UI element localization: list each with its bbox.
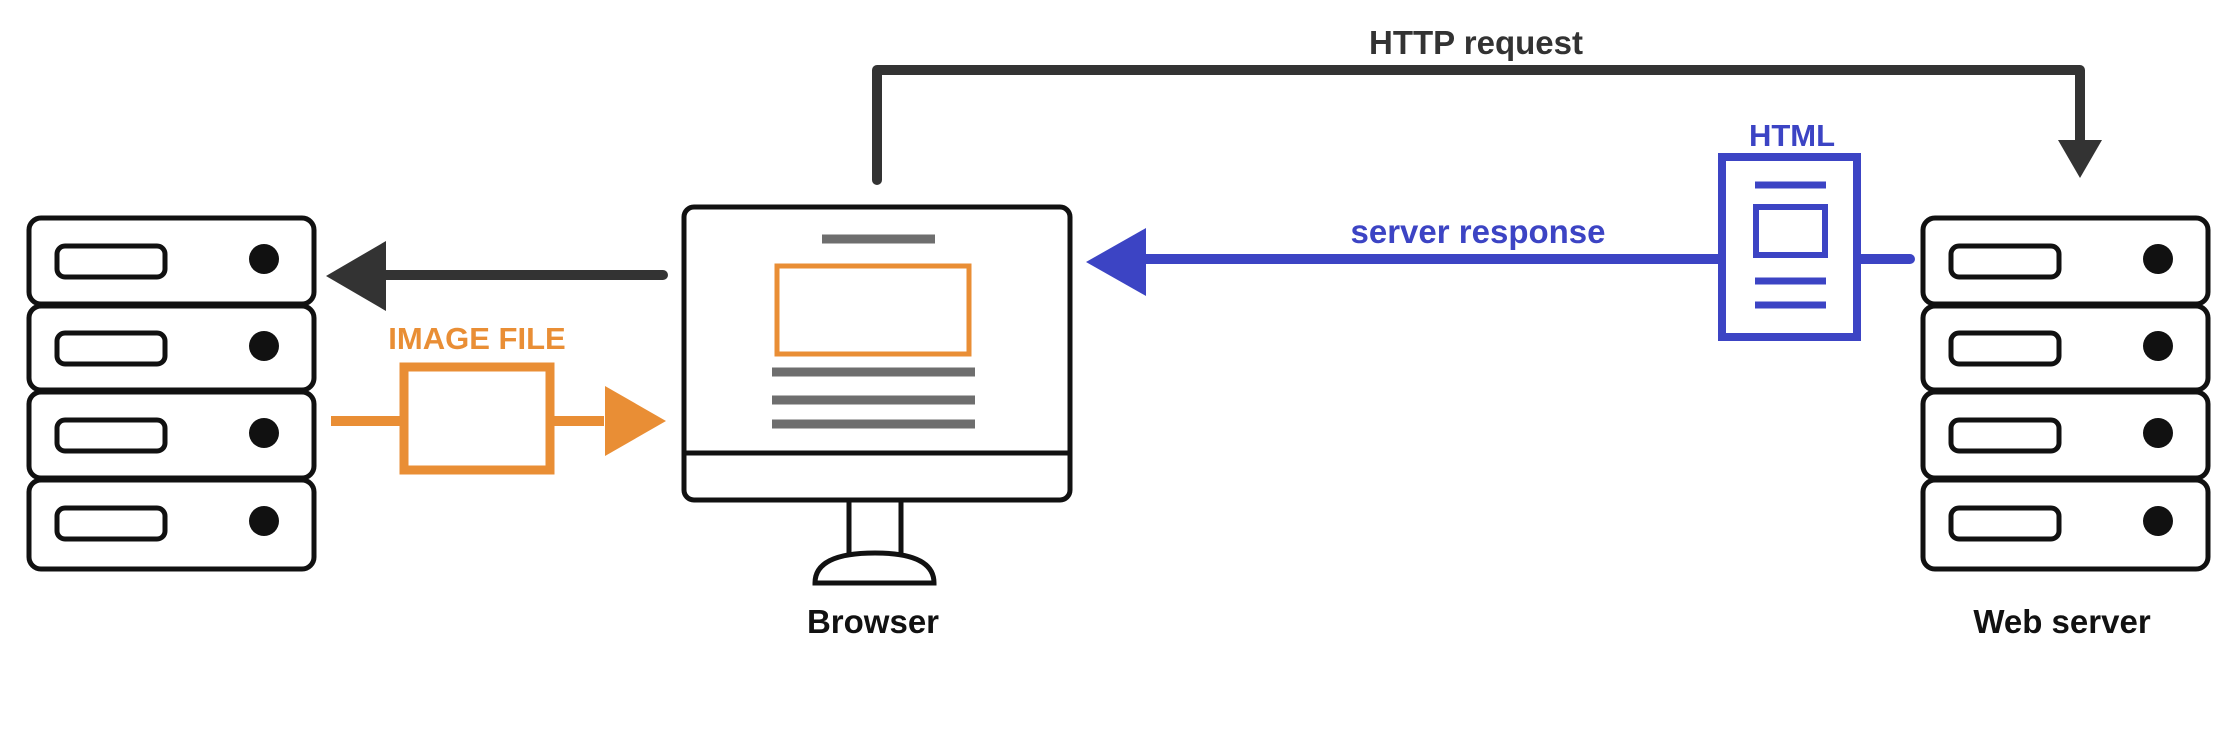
image-file-icon	[399, 362, 555, 475]
image-request-arrow	[326, 241, 668, 311]
server-unit	[26, 215, 317, 307]
browser-label: Browser	[807, 603, 939, 640]
browser-monitor-icon	[681, 204, 1073, 586]
http-request-arrow	[872, 65, 2102, 185]
html-document-icon	[1718, 153, 1861, 341]
server-unit	[1920, 215, 2211, 307]
server-unit	[26, 303, 317, 393]
image-file-label: IMAGE FILE	[388, 321, 565, 356]
server-unit	[1920, 389, 2211, 481]
server-response-label: server response	[1351, 213, 1606, 250]
left-server-rack-icon	[26, 215, 317, 572]
html-document-label: HTML	[1749, 118, 1835, 153]
web-server-label: Web server	[1973, 603, 2150, 640]
http-request-label: HTTP request	[1369, 24, 1583, 61]
server-unit	[1920, 303, 2211, 393]
server-unit	[1920, 477, 2211, 572]
screen-image-placeholder	[774, 263, 972, 357]
server-unit	[26, 477, 317, 572]
web-server-rack-icon	[1920, 215, 2211, 572]
server-unit	[26, 389, 317, 481]
